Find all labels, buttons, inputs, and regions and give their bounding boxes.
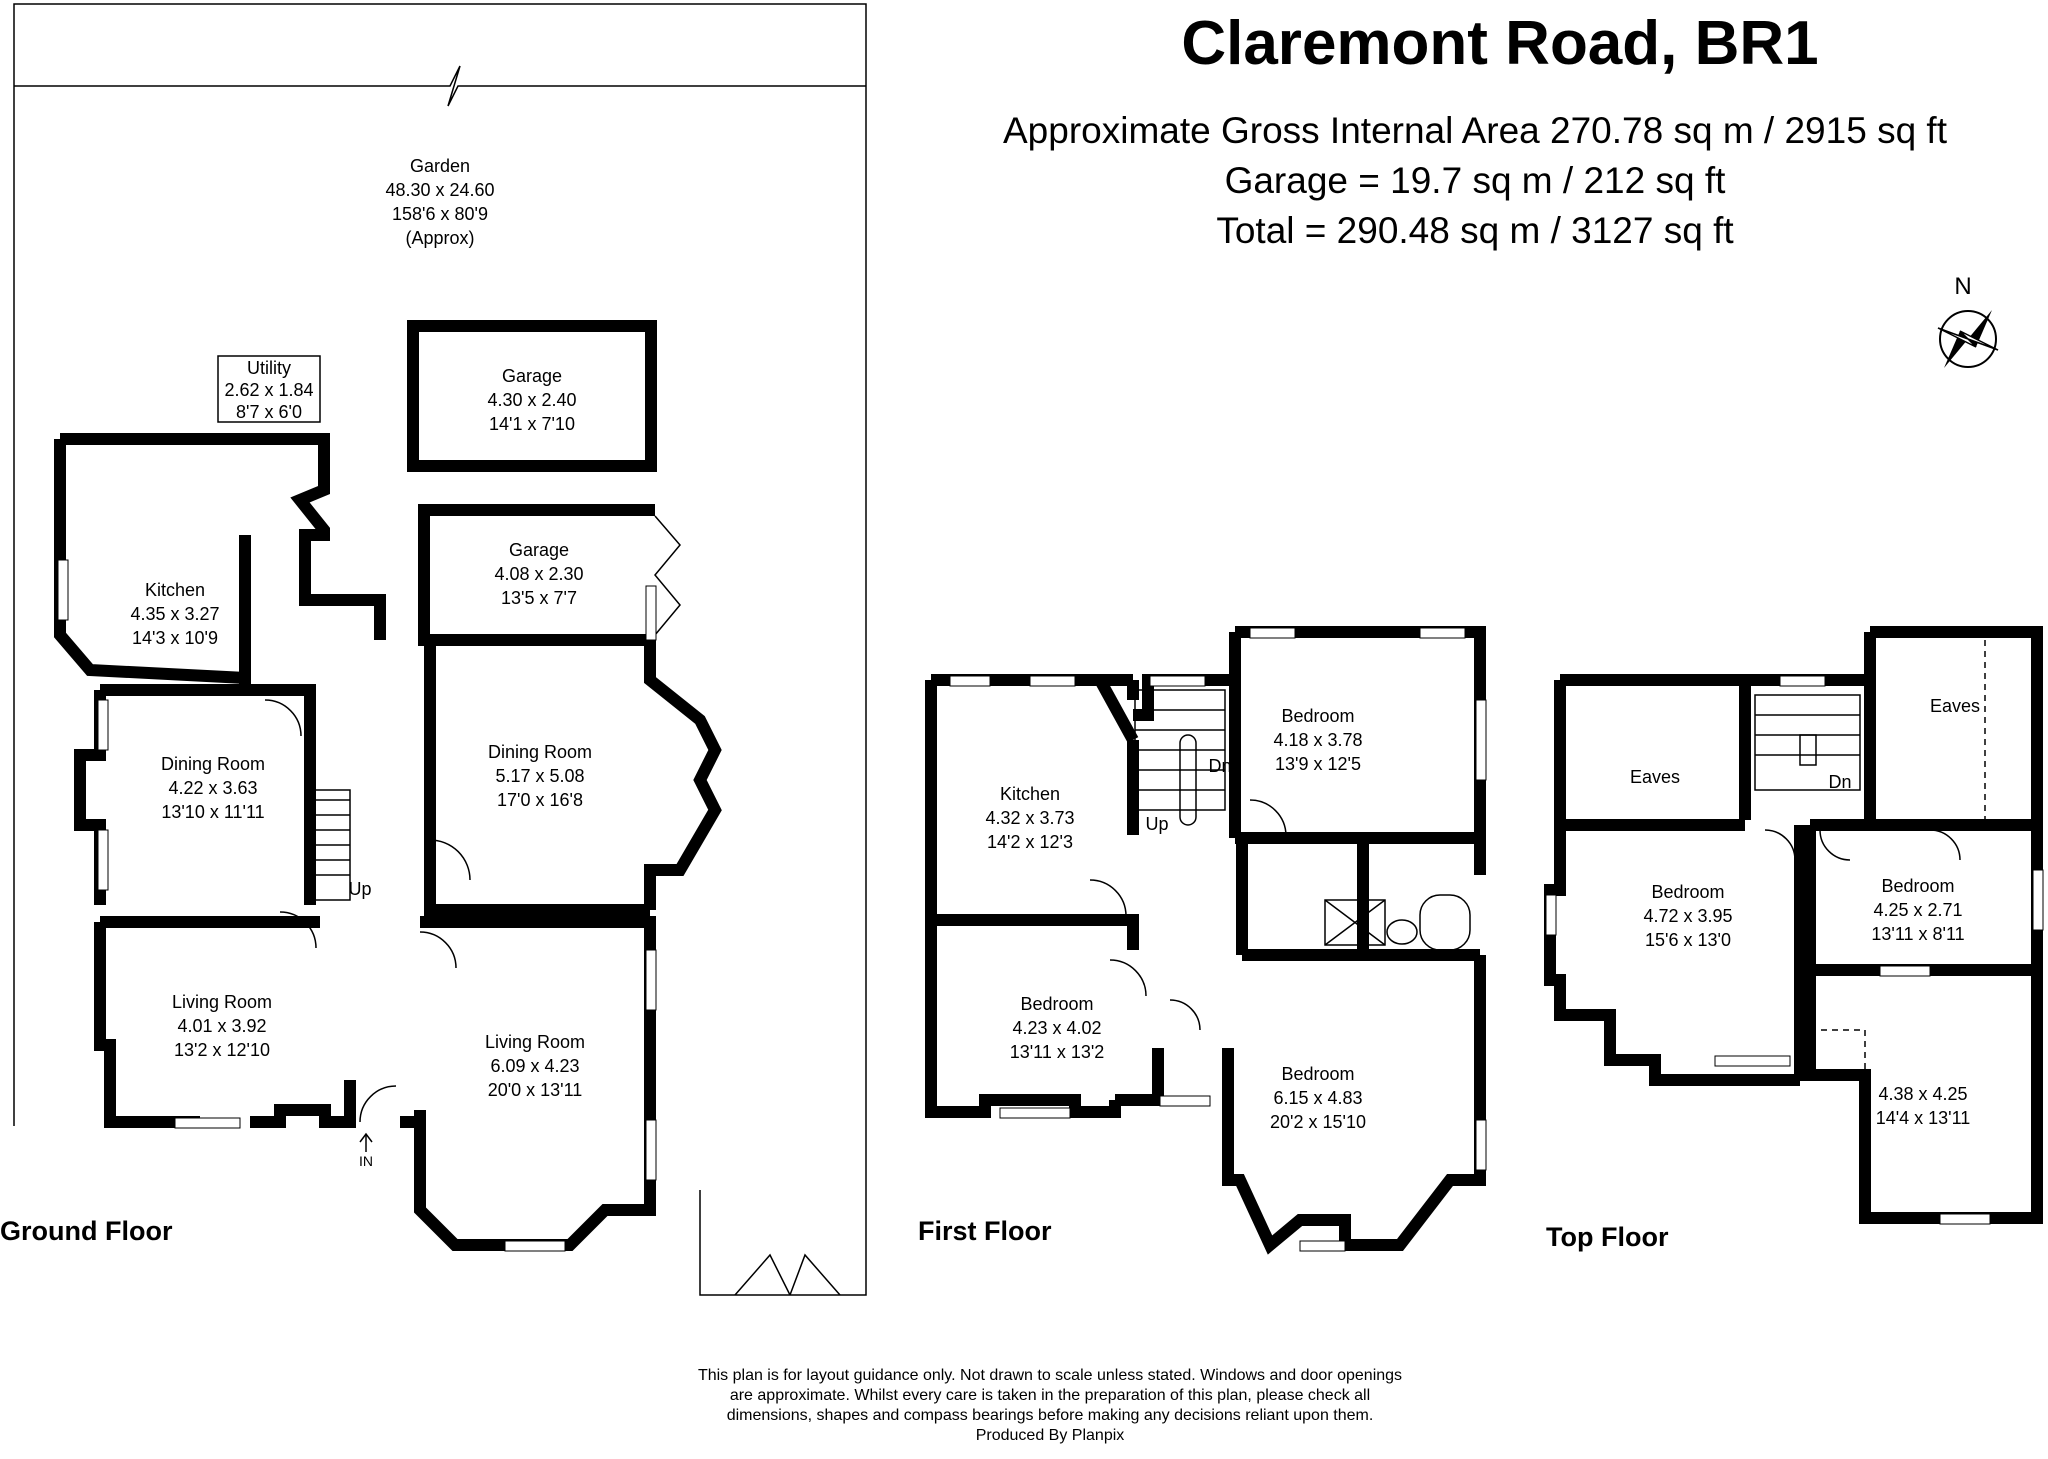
first-kitchen-label: Kitchen <box>1000 784 1060 804</box>
svg-text:8'7 x 6'0: 8'7 x 6'0 <box>236 402 302 422</box>
first-bedroom-3-label: Bedroom <box>1281 1064 1354 1084</box>
first-floor-label: First Floor <box>918 1216 1052 1246</box>
svg-text:2.62 x 1.84: 2.62 x 1.84 <box>224 380 313 400</box>
svg-text:4.25 x 2.71: 4.25 x 2.71 <box>1873 900 1962 920</box>
ground-floor-label: Ground Floor <box>0 1216 173 1246</box>
dining-room-1-label: Dining Room <box>161 754 265 774</box>
top-floor-stairs <box>1754 694 1861 791</box>
svg-text:5.17 x 5.08: 5.17 x 5.08 <box>495 766 584 786</box>
disclaimer: This plan is for layout guidance only. N… <box>697 1367 1403 1444</box>
eaves-2-label: Eaves <box>1930 696 1980 716</box>
garden-break-line <box>14 65 866 107</box>
svg-text:4.23 x 4.02: 4.23 x 4.02 <box>1012 1018 1101 1038</box>
svg-text:14'1 x 7'10: 14'1 x 7'10 <box>489 414 575 434</box>
ground-floor-plan: Garden 48.30 x 24.60 158'6 x 80'9 (Appro… <box>0 3 867 1296</box>
first-floor-plan: Kitchen 4.32 x 3.73 14'2 x 12'3 Bedroom … <box>918 626 1487 1255</box>
living-1-walls <box>94 922 200 1128</box>
svg-text:48.30 x 24.60: 48.30 x 24.60 <box>385 180 494 200</box>
first-bedroom-2-label: Bedroom <box>1020 994 1093 1014</box>
svg-text:20'0 x 13'11: 20'0 x 13'11 <box>488 1080 583 1100</box>
top-stairs-down-label: Dn <box>1828 772 1851 792</box>
svg-text:4.08 x 2.30: 4.08 x 2.30 <box>494 564 583 584</box>
top-bedroom-2-label: Bedroom <box>1881 876 1954 896</box>
svg-text:14'3 x 10'9: 14'3 x 10'9 <box>132 628 218 648</box>
dining-1-window <box>97 699 109 751</box>
svg-text:13'9 x 12'5: 13'9 x 12'5 <box>1275 754 1361 774</box>
svg-text:4.18 x 3.78: 4.18 x 3.78 <box>1273 730 1362 750</box>
svg-text:13'5 x 7'7: 13'5 x 7'7 <box>501 588 577 608</box>
svg-text:158'6 x 80'9: 158'6 x 80'9 <box>392 204 488 224</box>
dining-1-walls <box>74 690 106 905</box>
compass-icon: N <box>1937 273 1999 368</box>
garden-label: Garden <box>410 156 470 176</box>
compass-north-label: N <box>1954 273 1971 300</box>
svg-text:4.72 x 3.95: 4.72 x 3.95 <box>1643 906 1732 926</box>
svg-text:4.30 x 2.40: 4.30 x 2.40 <box>487 390 576 410</box>
svg-text:13'11 x 13'2: 13'11 x 13'2 <box>1010 1042 1105 1062</box>
garage-1-walls <box>407 320 657 472</box>
basin <box>1386 919 1418 945</box>
kitchen-window <box>57 559 69 621</box>
kitchen-utility-walls <box>60 433 386 640</box>
svg-text:13'10 x 11'11: 13'10 x 11'11 <box>161 802 264 822</box>
top-room-label: 4.38 x 4.25 <box>1878 1084 1967 1104</box>
shower-tray <box>1324 899 1386 946</box>
garage-area-text: Garage = 19.7 sq m / 212 sq ft <box>1224 160 1726 201</box>
svg-text:15'6 x 13'0: 15'6 x 13'0 <box>1645 930 1731 950</box>
garage-door <box>654 515 681 636</box>
svg-text:(Approx): (Approx) <box>405 228 474 248</box>
svg-text:4.01 x 3.92: 4.01 x 3.92 <box>177 1016 266 1036</box>
door-arc <box>279 911 317 949</box>
svg-text:20'2 x 15'10: 20'2 x 15'10 <box>1270 1112 1366 1132</box>
entrance-label: IN <box>359 1153 373 1169</box>
first-stairs-down-label: Dn <box>1208 756 1231 776</box>
living-2-bay-window <box>504 1240 566 1252</box>
first-bedroom-1-label: Bedroom <box>1281 706 1354 726</box>
svg-text:14'4 x 13'11: 14'4 x 13'11 <box>1876 1108 1971 1128</box>
svg-text:4.22 x 3.63: 4.22 x 3.63 <box>168 778 257 798</box>
first-stairs-up-label: Up <box>1145 814 1168 834</box>
svg-text:13'2 x 12'10: 13'2 x 12'10 <box>174 1040 270 1060</box>
svg-text:13'11 x 8'11: 13'11 x 8'11 <box>1871 924 1964 944</box>
living-room-2-label: Living Room <box>485 1032 585 1052</box>
living-room-1-label: Living Room <box>172 992 272 1012</box>
top-floor-label: Top Floor <box>1546 1222 1669 1252</box>
top-bedroom-1-label: Bedroom <box>1651 882 1724 902</box>
garage-2-label: Garage <box>509 540 569 560</box>
top-floor-walls <box>1560 674 1751 820</box>
total-area-text: Total = 290.48 sq m / 3127 sq ft <box>1216 210 1734 251</box>
living-1-window <box>174 1117 241 1129</box>
first-floor-walls <box>1133 632 1241 721</box>
svg-text:6.09 x 4.23: 6.09 x 4.23 <box>490 1056 579 1076</box>
kitchen-label: Kitchen <box>145 580 205 600</box>
entrance-door <box>359 1085 397 1123</box>
plan-title: Claremont Road, BR1 <box>1181 9 1819 78</box>
stairs-up-label: Up <box>348 879 371 899</box>
svg-text:4.32 x 3.73: 4.32 x 3.73 <box>985 808 1074 828</box>
gross-area-text: Approximate Gross Internal Area 270.78 s… <box>1002 110 1947 151</box>
svg-text:17'0 x 16'8: 17'0 x 16'8 <box>497 790 583 810</box>
utility-label-box <box>217 355 321 423</box>
dining-room-2-label: Dining Room <box>488 742 592 762</box>
svg-text:14'2 x 12'3: 14'2 x 12'3 <box>987 832 1073 852</box>
bathtub <box>1419 894 1471 951</box>
svg-text:6.15 x 4.83: 6.15 x 4.83 <box>1273 1088 1362 1108</box>
svg-text:4.35 x 3.27: 4.35 x 3.27 <box>130 604 219 624</box>
top-floor-plan: Eaves Eaves Bedroom 4.72 x 3.95 15'6 x 1… <box>1544 626 2044 1252</box>
patio-door <box>734 1253 791 1296</box>
utility-label: Utility <box>247 358 291 378</box>
garden-boundary <box>13 3 867 1296</box>
eaves-1-label: Eaves <box>1630 767 1680 787</box>
garage-1-label: Garage <box>502 366 562 386</box>
